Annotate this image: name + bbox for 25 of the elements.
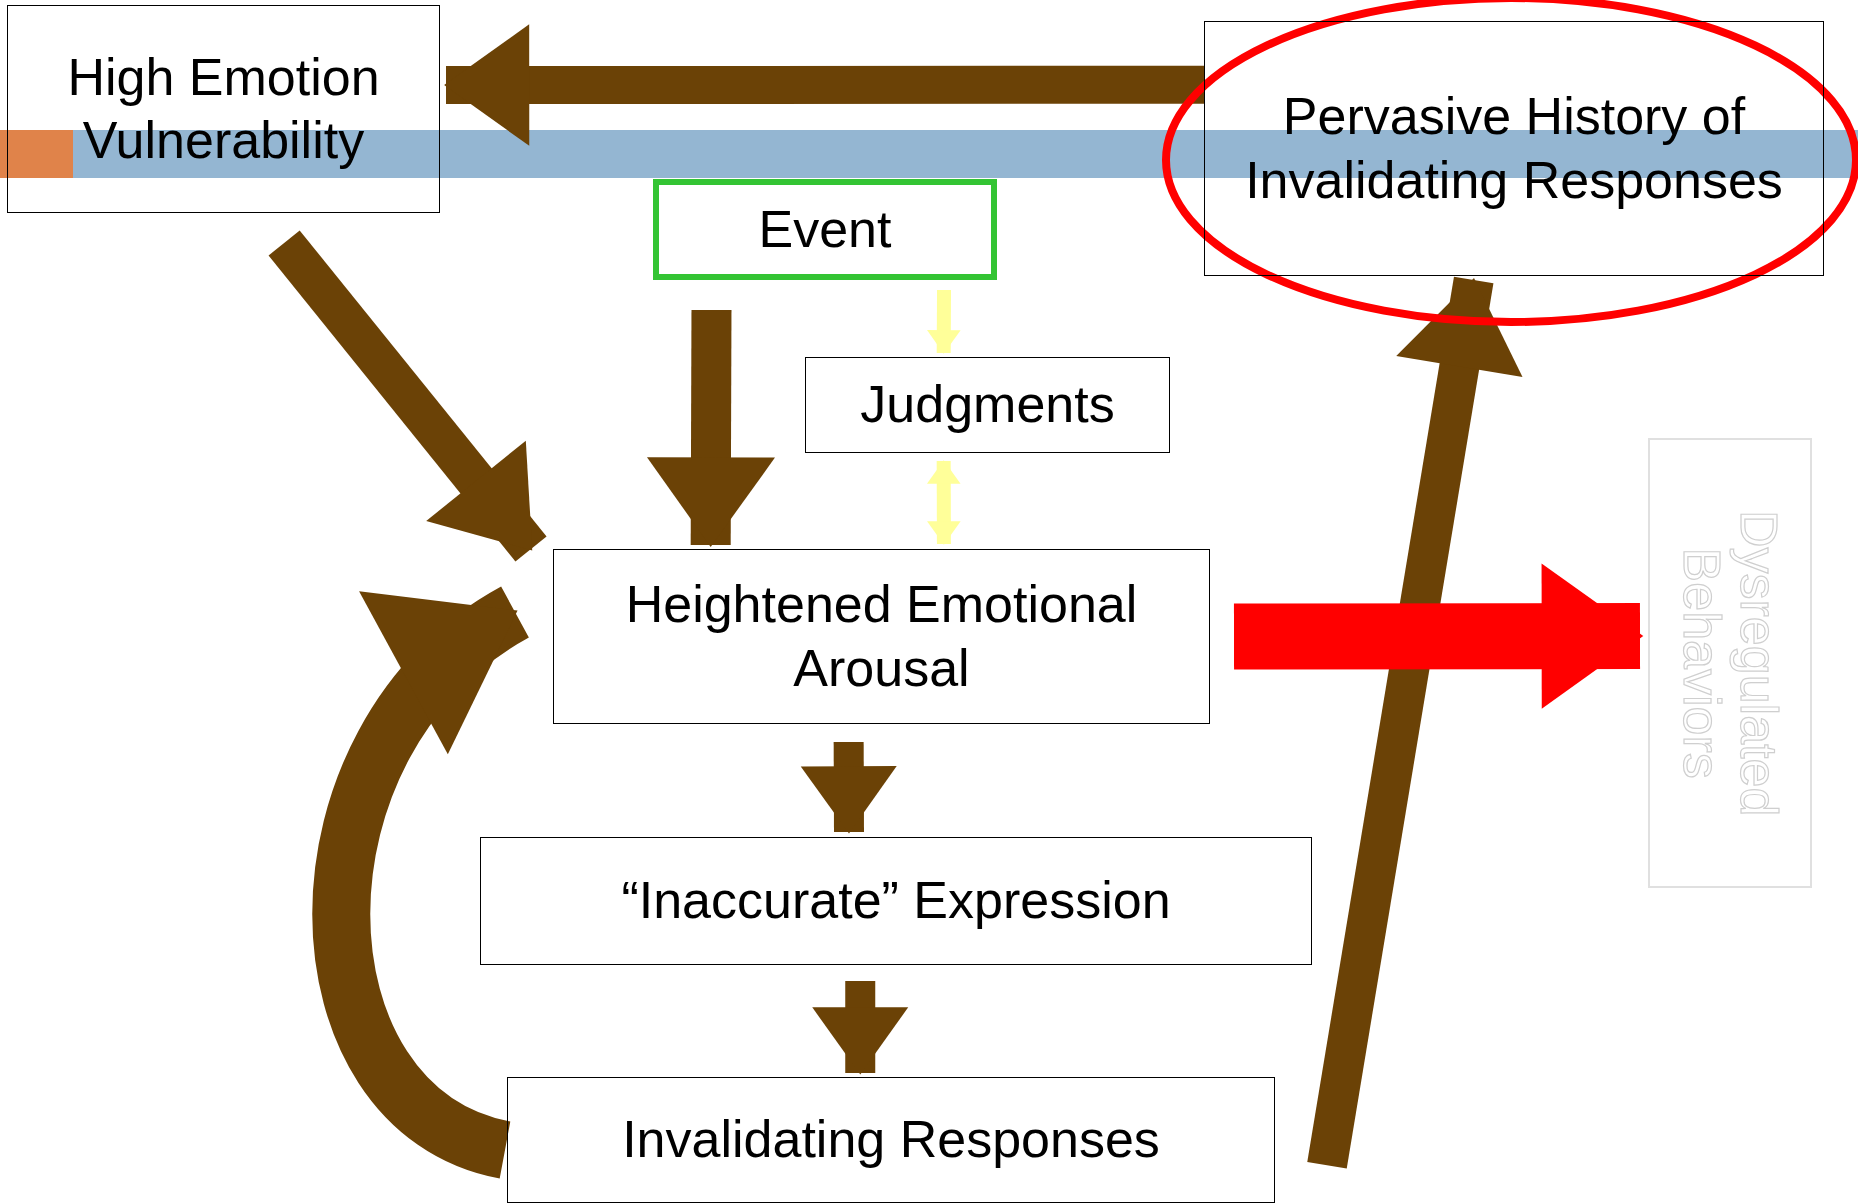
expression-box bbox=[480, 837, 1312, 965]
vulnerability-box bbox=[7, 5, 440, 213]
box-label: Event bbox=[758, 198, 892, 260]
arousal-box bbox=[553, 549, 1210, 724]
arrow bbox=[812, 980, 909, 1075]
box-label: Judgments bbox=[860, 374, 1115, 436]
arrow bbox=[647, 309, 775, 547]
arrow bbox=[268, 230, 547, 562]
judgments-box bbox=[805, 357, 1170, 453]
arrow bbox=[1233, 563, 1644, 709]
box-label: Invalidating Responses bbox=[622, 1109, 1160, 1171]
box-label: “Inaccurate” Expression bbox=[621, 870, 1171, 932]
behaviors-box bbox=[1648, 438, 1812, 888]
event-box bbox=[653, 179, 997, 280]
arrow bbox=[927, 289, 961, 354]
arrow bbox=[1307, 276, 1523, 1169]
arrow bbox=[800, 741, 897, 834]
arrow bbox=[926, 460, 961, 545]
arrow bbox=[444, 24, 1204, 146]
box-label: Pervasive History of Invalidating Responses bbox=[1244, 86, 1784, 211]
box-label: Heightened Emotional Arousal bbox=[624, 574, 1139, 699]
history-box bbox=[1204, 21, 1824, 276]
box-label: High Emotion Vulnerability bbox=[66, 46, 381, 171]
responses-box bbox=[507, 1077, 1275, 1203]
arrow bbox=[312, 588, 532, 1178]
